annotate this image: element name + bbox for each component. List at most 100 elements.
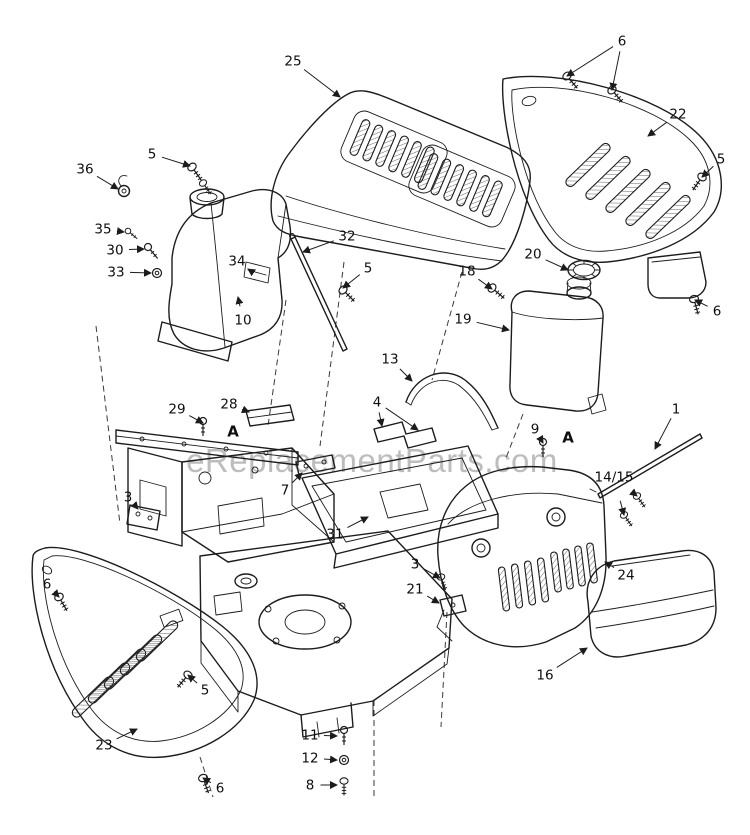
headlight-hole-left bbox=[471, 538, 491, 558]
leader-line-14-15 bbox=[618, 500, 627, 516]
callout-11: 11 bbox=[301, 728, 318, 744]
callout-3: 3 bbox=[411, 557, 420, 573]
callout-36: 36 bbox=[76, 162, 93, 178]
callout-1: 1 bbox=[672, 402, 681, 418]
leader-line-4 bbox=[385, 407, 419, 431]
leader-line-20 bbox=[545, 259, 569, 271]
leader-line-3 bbox=[130, 501, 139, 510]
callout-5: 5 bbox=[148, 147, 157, 163]
leader-line-16 bbox=[556, 647, 588, 668]
support-rod-32 bbox=[290, 236, 348, 352]
callout-16: 16 bbox=[536, 668, 553, 684]
grille-slats-right bbox=[550, 542, 598, 593]
hood-vent-cluster-right bbox=[408, 144, 516, 228]
chassis-deck bbox=[199, 530, 453, 738]
leader-line-9 bbox=[536, 434, 544, 444]
leader-line-18 bbox=[478, 278, 493, 290]
callout-24: 24 bbox=[617, 568, 634, 584]
frame-assembly bbox=[115, 372, 499, 569]
callout-6: 6 bbox=[713, 304, 722, 320]
left-panel-vents bbox=[71, 620, 179, 718]
callout-14-15: 14/15 bbox=[595, 470, 634, 486]
leader-line-10 bbox=[235, 296, 244, 307]
assembly-dashed-lines bbox=[95, 261, 524, 798]
grille-insert bbox=[586, 549, 717, 658]
callout-3: 3 bbox=[124, 490, 133, 506]
callout-5: 5 bbox=[201, 683, 210, 699]
callout-32: 32 bbox=[338, 229, 355, 245]
callout-13: 13 bbox=[381, 352, 398, 368]
leader-line-6 bbox=[202, 777, 212, 786]
fuel-tank bbox=[485, 259, 607, 458]
callout-5: 5 bbox=[717, 152, 726, 168]
callout-31: 31 bbox=[326, 527, 343, 543]
leader-line-5 bbox=[187, 674, 198, 684]
leader-line-33 bbox=[129, 268, 152, 277]
callout-29: 29 bbox=[168, 402, 185, 418]
leader-line-30 bbox=[128, 245, 145, 254]
leader-line-3 bbox=[423, 568, 441, 579]
callout-8: 8 bbox=[306, 778, 315, 794]
leader-line-13 bbox=[399, 368, 413, 382]
callout-9: 9 bbox=[531, 422, 540, 438]
screw-5-left-bottom bbox=[173, 668, 195, 691]
callout-22: 22 bbox=[669, 107, 686, 123]
headlight-hole-right bbox=[546, 507, 566, 527]
leader-line-6 bbox=[694, 299, 708, 307]
bracket-34 bbox=[243, 261, 271, 284]
bracket-28 bbox=[245, 404, 295, 427]
dash-pedestal bbox=[157, 188, 348, 362]
bolt-29 bbox=[198, 416, 208, 437]
hood-vent-cluster-left bbox=[340, 110, 448, 194]
engine-opening bbox=[258, 594, 352, 650]
screw-6-bottom-left bbox=[196, 772, 214, 796]
bolt-35 bbox=[123, 226, 140, 242]
curved-rod-13 bbox=[405, 372, 499, 431]
leader-line-6 bbox=[566, 46, 614, 77]
leader-line-28 bbox=[241, 405, 250, 414]
leader-line-31 bbox=[347, 516, 369, 529]
callout-20: 20 bbox=[524, 247, 541, 263]
screw-8 bbox=[339, 777, 349, 796]
fuel-cap bbox=[567, 259, 601, 281]
callout-30: 30 bbox=[106, 243, 123, 259]
callout-5: 5 bbox=[364, 261, 373, 277]
steering-tube bbox=[189, 197, 225, 220]
callout-A: A bbox=[227, 423, 239, 441]
support-rod-1 bbox=[589, 433, 703, 529]
right-panel-vents bbox=[565, 142, 691, 240]
callout-A: A bbox=[562, 429, 574, 447]
leader-line-29 bbox=[189, 415, 204, 424]
leader-line-5 bbox=[342, 274, 361, 289]
leader-line-32 bbox=[302, 240, 334, 254]
leader-line-22 bbox=[647, 121, 667, 137]
callout-33: 33 bbox=[107, 265, 124, 281]
leader-line-35 bbox=[116, 227, 125, 235]
callout-34: 34 bbox=[228, 254, 245, 270]
leader-line-36 bbox=[96, 175, 119, 190]
screw-18 bbox=[485, 281, 508, 303]
leader-line-5 bbox=[701, 165, 714, 178]
pedestal-hardware bbox=[117, 160, 359, 306]
leader-line-7 bbox=[292, 472, 303, 483]
screw-6-left bbox=[52, 591, 72, 614]
pedestal-base-plate bbox=[157, 321, 233, 362]
bracket-4 bbox=[373, 421, 437, 449]
hood-panel bbox=[270, 90, 531, 271]
leader-line-25 bbox=[303, 69, 341, 98]
callout-6: 6 bbox=[43, 577, 52, 593]
right-panel-tab bbox=[647, 251, 707, 299]
callout-28: 28 bbox=[220, 397, 237, 413]
callout-21: 21 bbox=[406, 582, 423, 598]
callout-35: 35 bbox=[94, 222, 111, 238]
steering-shaft-hole bbox=[234, 573, 258, 589]
leader-line-21 bbox=[426, 595, 440, 604]
bracket-3-left bbox=[126, 504, 161, 531]
leader-line-1 bbox=[654, 418, 672, 450]
leader-line-11 bbox=[323, 731, 338, 740]
tank-strap-bracket bbox=[587, 393, 607, 415]
callout-25: 25 bbox=[284, 54, 301, 70]
left-side-panel bbox=[31, 546, 258, 759]
callout-6: 6 bbox=[216, 781, 225, 797]
